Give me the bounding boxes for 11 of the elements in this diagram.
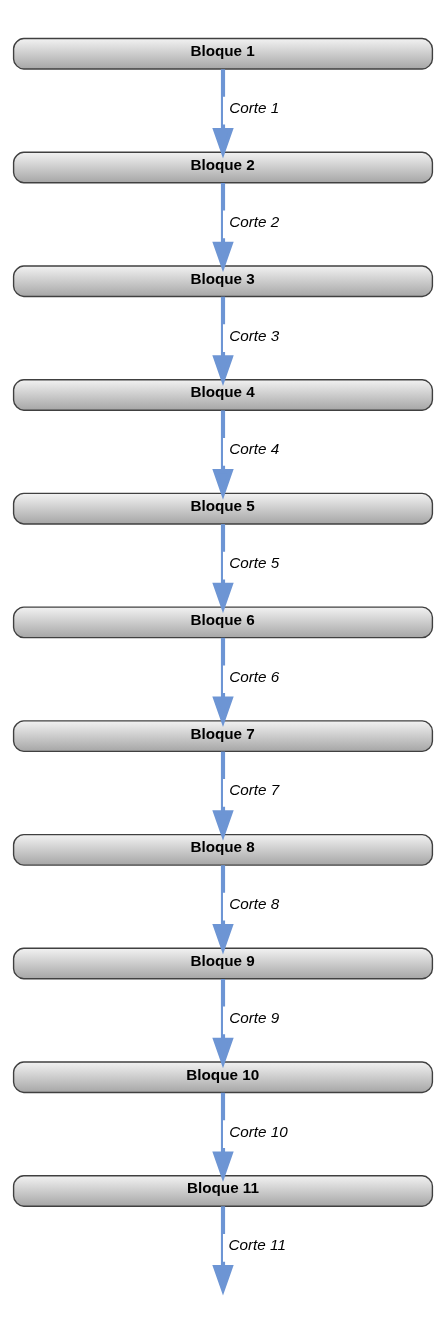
edge-label: Corte 4 — [229, 439, 280, 457]
edge-label: Corte 7 — [229, 780, 280, 798]
edge-label: Corte 10 — [229, 1122, 288, 1140]
edge-label: Corte 5 — [229, 553, 280, 571]
edge-label: Corte 3 — [229, 326, 280, 344]
edge-label: Corte 6 — [229, 667, 280, 685]
edge-label: Corte 11 — [228, 1235, 286, 1253]
edge-label: Corte 9 — [229, 1008, 280, 1026]
edge-label: Corte 1 — [229, 98, 280, 116]
edge-label: Corte 8 — [229, 894, 280, 912]
edge-label: Corte 2 — [229, 212, 280, 230]
